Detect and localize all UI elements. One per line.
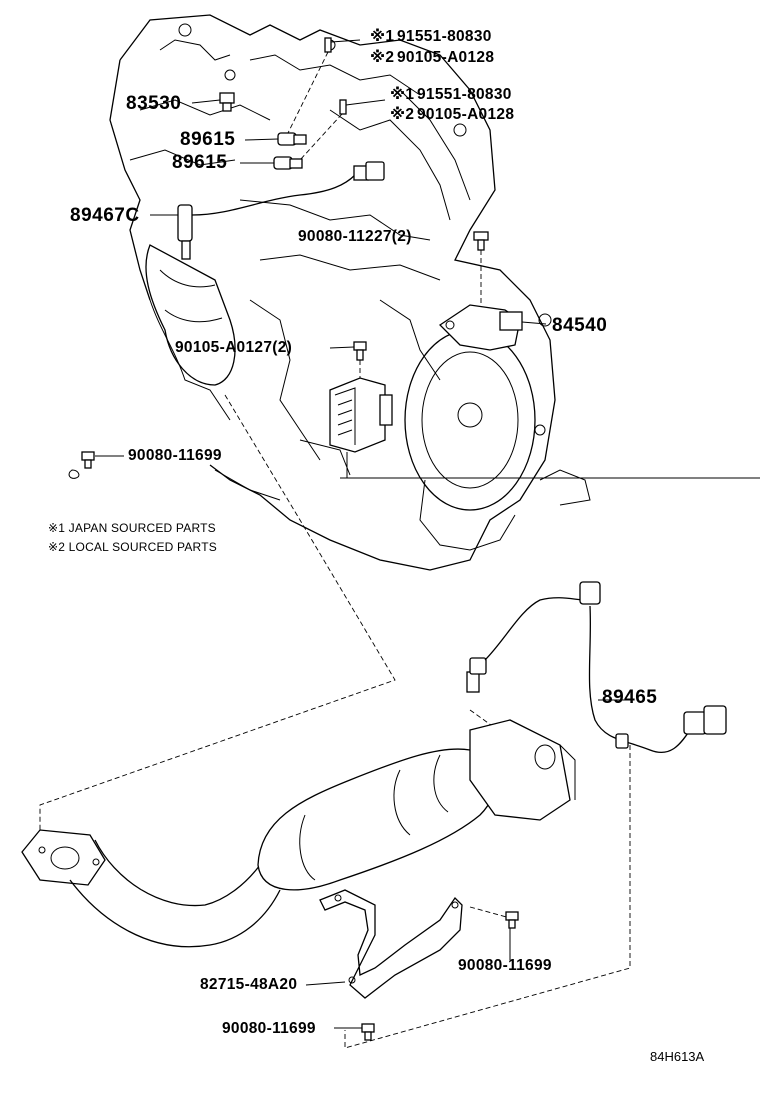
callout-89467c[interactable]: 89467C <box>70 205 140 226</box>
callout-mark-2: ※2 <box>370 49 395 66</box>
knock-sensor-upper <box>277 132 307 146</box>
engine-assembly <box>109 14 591 571</box>
air-fuel-sensor-89467c <box>177 161 385 260</box>
bolt-90080-11227 <box>473 231 489 310</box>
bolt-90080-11699-bottom <box>361 1023 375 1041</box>
callout-91551-80830-b[interactable]: 91551-80830 <box>417 86 512 103</box>
note-japan-sourced: ※1 JAPAN SOURCED PARTS <box>48 521 216 535</box>
bolt-upper-callout <box>287 37 361 134</box>
bolt-lower-callout <box>299 99 386 161</box>
bolt-90080-11699-right <box>505 911 519 929</box>
callout-89615-upper[interactable]: 89615 <box>180 129 236 150</box>
callout-89465[interactable]: 89465 <box>602 687 658 708</box>
callout-90105-a0128-b[interactable]: 90105-A0128 <box>417 106 515 123</box>
oil-pressure-switch-83530 <box>219 92 235 112</box>
drawing-code: 84H613A <box>650 1049 705 1064</box>
bolt-90080-11699-top <box>68 451 95 479</box>
callout-mark-3: ※1 <box>390 86 415 103</box>
oxygen-sensor-89465 <box>466 581 727 754</box>
knock-sensor-lower <box>273 156 303 170</box>
neutral-switch-84540 <box>438 304 523 351</box>
callout-mark-1: ※1 <box>370 28 395 45</box>
callout-82715-48a20[interactable]: 82715-48A20 <box>200 976 298 993</box>
control-module <box>329 377 393 453</box>
callout-91551-80830-a[interactable]: 91551-80830 <box>397 28 492 45</box>
callout-90105-a0127[interactable]: 90105-A0127(2) <box>175 339 293 356</box>
callout-90080-11699-bottom[interactable]: 90080-11699 <box>222 1020 316 1037</box>
bolt-90105-a0127 <box>353 341 367 380</box>
callout-89615-lower[interactable]: 89615 <box>172 152 228 173</box>
note-local-sourced: ※2 LOCAL SOURCED PARTS <box>48 540 217 554</box>
callout-90105-a0128-a[interactable]: 90105-A0128 <box>397 49 495 66</box>
callout-90080-11699-right[interactable]: 90080-11699 <box>458 957 552 974</box>
callout-83530[interactable]: 83530 <box>126 93 182 114</box>
callout-90080-11699-top[interactable]: 90080-11699 <box>128 447 222 464</box>
exhaust-front-pipe <box>21 719 576 948</box>
callout-mark-4: ※2 <box>390 106 415 123</box>
exhaust-bracket-82715 <box>319 889 463 999</box>
callout-90080-11227[interactable]: 90080-11227(2) <box>298 228 412 245</box>
callout-84540[interactable]: 84540 <box>552 315 608 336</box>
